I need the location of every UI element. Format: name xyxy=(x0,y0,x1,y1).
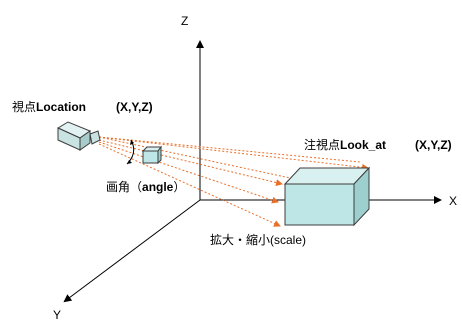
look-at-prefix: 注視点 xyxy=(304,137,340,152)
scale-label: 拡大・縮小(scale) xyxy=(210,232,306,247)
look-at-name: Look_at xyxy=(340,138,386,152)
location-prefix: 視点 xyxy=(12,99,36,114)
ray-top-left xyxy=(98,136,291,179)
angle-arc xyxy=(126,139,135,165)
y-axis-label: Y xyxy=(53,308,61,320)
angle-prefix: 画角（ xyxy=(106,180,142,194)
ray-bottom xyxy=(98,143,281,227)
look-at-coords: (X,Y,Z) xyxy=(415,138,452,152)
location-coords: (X,Y,Z) xyxy=(116,100,153,114)
angle-suffix: ） xyxy=(173,180,185,194)
location-name: Location xyxy=(36,100,86,114)
axes-group: Z X Y xyxy=(53,14,457,322)
small-cube xyxy=(141,145,162,165)
y-axis xyxy=(63,199,201,303)
x-axis-label: X xyxy=(449,194,457,208)
ray-top-right xyxy=(98,136,369,171)
location-label: 視点Location xyxy=(12,99,86,114)
angle-name: angle xyxy=(142,180,174,194)
angle-label: 画角（angle） xyxy=(106,180,185,194)
target-cube xyxy=(283,166,371,227)
ray-mid xyxy=(98,139,283,187)
z-axis-label: Z xyxy=(181,14,188,28)
look-at-label: 注視点Look_at xyxy=(304,137,386,152)
ray-lower xyxy=(98,141,279,204)
camera-icon xyxy=(56,121,101,151)
